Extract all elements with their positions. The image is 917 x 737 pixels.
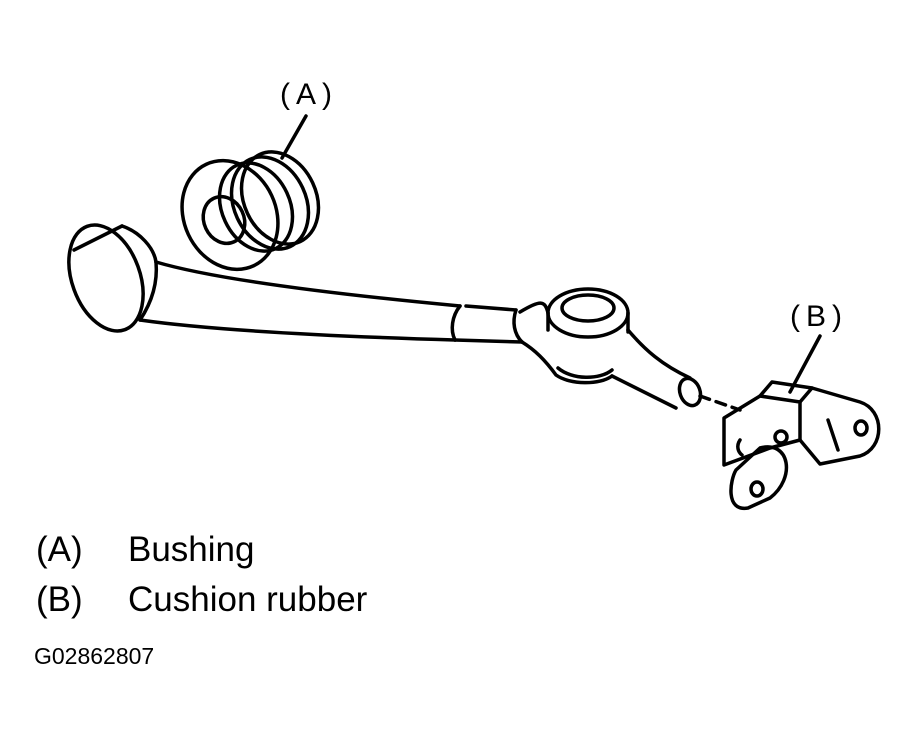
callout-b-leader [788,334,822,394]
callout-a-leader [280,114,308,160]
legend-label-a: Bushing [128,530,255,569]
cushion-rubber-part [722,380,881,510]
legend-label-b: Cushion rubber [128,580,368,619]
connection-dash [698,394,742,412]
legend: (A) Bushing (B) Cushion rubber [36,525,367,625]
legend-row-a: (A) Bushing [36,525,367,575]
callout-b-label: (B) [790,300,848,333]
lateral-arm [67,223,703,410]
legend-key-b: (B) [36,580,83,619]
figure-id: G02862807 [34,643,155,669]
legend-key-a: (A) [36,530,83,569]
bushing-part [180,150,321,272]
callout-a-label: (A) [280,78,338,111]
legend-row-b: (B) Cushion rubber [36,575,367,625]
